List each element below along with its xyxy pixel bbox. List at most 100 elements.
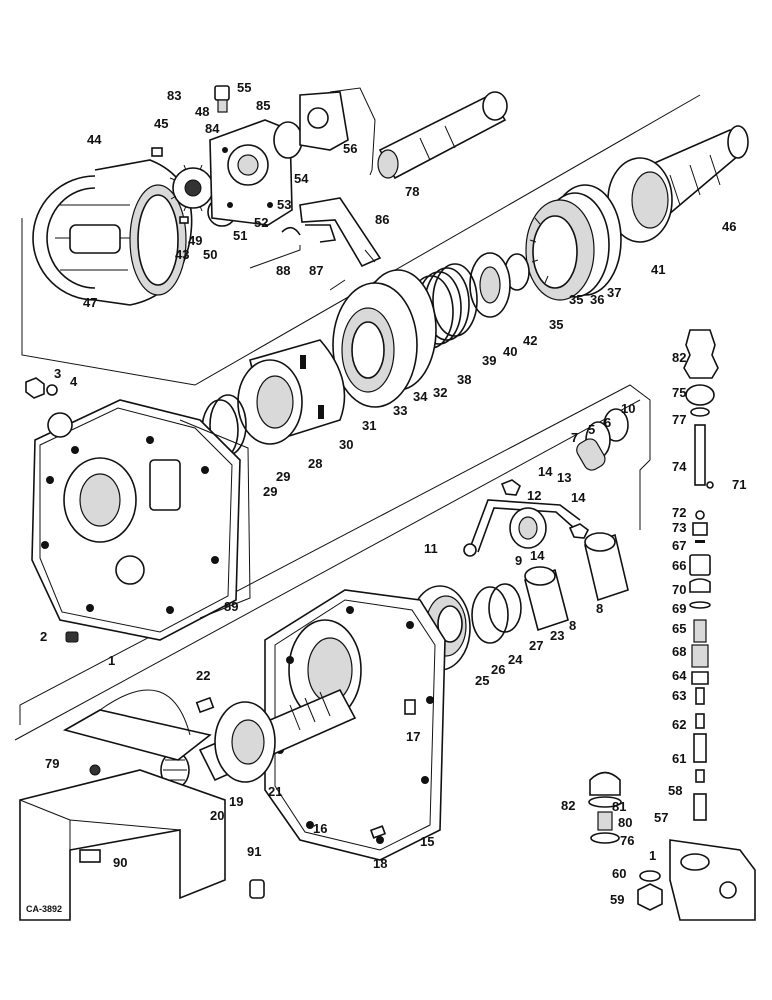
callout-50: 50: [203, 247, 217, 262]
callout-7: 7: [571, 430, 578, 445]
shaft-78: [377, 91, 508, 180]
callout-46: 46: [722, 219, 736, 234]
callout-15: 15: [420, 834, 434, 849]
piston-31-34: [332, 269, 437, 408]
callout-32: 32: [433, 385, 447, 400]
callout-62: 62: [672, 717, 686, 732]
callout-86: 86: [375, 212, 389, 227]
callout-49: 49: [188, 233, 202, 248]
callout-66: 66: [672, 558, 686, 573]
sleeves-8: [524, 532, 629, 632]
guard-90: [19, 769, 226, 921]
callout-77: 77: [672, 412, 686, 427]
callout-72: 72: [672, 505, 686, 520]
callout-28: 28: [308, 456, 322, 471]
callout-68: 68: [672, 644, 686, 659]
pump-housing-44-47: [32, 159, 193, 306]
callout-56: 56: [343, 141, 357, 156]
callout-45: 45: [154, 116, 168, 131]
callout-24: 24: [508, 652, 523, 667]
gasket-89: [179, 419, 251, 619]
callout-76: 76: [620, 833, 634, 848]
callout-55: 55: [237, 80, 251, 95]
callout-82b: 82: [561, 798, 575, 813]
callout-23: 23: [550, 628, 564, 643]
callout-38: 38: [457, 372, 471, 387]
callout-84: 84: [205, 121, 220, 136]
callout-13: 13: [557, 470, 571, 485]
callout-48: 48: [195, 104, 209, 119]
tube-assembly-11-14: [463, 479, 590, 557]
callout-36: 36: [590, 292, 604, 307]
callout-3: 3: [54, 366, 61, 381]
callout-69: 69: [672, 601, 686, 616]
callout-10: 10: [621, 401, 635, 416]
callout-91: 91: [247, 844, 261, 859]
callout-35b: 35: [549, 317, 563, 332]
callout-88: 88: [276, 263, 290, 278]
callout-9: 9: [515, 553, 522, 568]
clutch-discs-35-37: [525, 184, 622, 301]
callout-87: 87: [309, 263, 323, 278]
callout-22: 22: [196, 668, 210, 683]
pins-45-43: [151, 147, 189, 224]
callout-67: 67: [672, 538, 686, 553]
plug-59-60: [637, 870, 663, 911]
seal-rings-23-27: [471, 583, 522, 644]
callout-35: 35: [569, 292, 583, 307]
callout-25: 25: [475, 673, 489, 688]
callout-16: 16: [313, 821, 327, 836]
callout-90: 90: [113, 855, 127, 870]
callout-17: 17: [406, 729, 420, 744]
callout-11: 11: [424, 541, 438, 556]
callout-64: 64: [672, 668, 687, 683]
callout-47: 47: [83, 295, 97, 310]
callout-6: 6: [604, 415, 611, 430]
housing-corner-1: [669, 839, 756, 921]
callout-82a: 82: [672, 350, 686, 365]
callout-83: 83: [167, 88, 181, 103]
callout-20: 20: [210, 808, 224, 823]
callout-89: 89: [224, 599, 238, 614]
callout-70: 70: [672, 582, 686, 597]
callout-44: 44: [87, 132, 102, 147]
callout-40: 40: [503, 344, 517, 359]
callout-74: 74: [672, 459, 687, 474]
callout-29b: 29: [263, 484, 277, 499]
valve-parts-5-10: [576, 408, 629, 471]
cover-plate-55-56: [299, 91, 349, 151]
group-outline-middle: [19, 384, 651, 725]
callout-79: 79: [45, 756, 59, 771]
callout-14c: 14: [530, 548, 545, 563]
callout-61: 61: [672, 751, 686, 766]
callout-27: 27: [529, 638, 543, 653]
callout-52: 52: [254, 215, 268, 230]
group-outline-upper: [21, 87, 701, 386]
relief-valve-cap: [588, 771, 622, 844]
fitting-83-48: [214, 85, 230, 113]
output-shaft-46-41: [607, 125, 749, 243]
spring-washers-38-42: [408, 252, 530, 349]
callout-8b: 8: [569, 618, 576, 633]
callout-60: 60: [612, 866, 626, 881]
pins-17-18-22: [195, 696, 416, 839]
pto-shaft-19-21: [160, 688, 357, 789]
callout-29: 29: [276, 469, 290, 484]
callout-57: 57: [654, 810, 668, 825]
callout-5: 5: [588, 422, 595, 437]
callout-19: 19: [229, 794, 243, 809]
callout-75: 75: [672, 385, 686, 400]
callout-65: 65: [672, 621, 686, 636]
callout-78: 78: [405, 184, 419, 199]
callout-12: 12: [527, 488, 541, 503]
callout-85: 85: [256, 98, 270, 113]
callout-41: 41: [651, 262, 665, 277]
callout-18: 18: [373, 856, 387, 871]
callout-71: 71: [732, 477, 746, 492]
callout-34: 34: [413, 389, 428, 404]
callout-53: 53: [277, 197, 291, 212]
callout-31: 31: [362, 418, 376, 433]
plug-2: [65, 631, 79, 643]
callout-81: 81: [612, 799, 626, 814]
